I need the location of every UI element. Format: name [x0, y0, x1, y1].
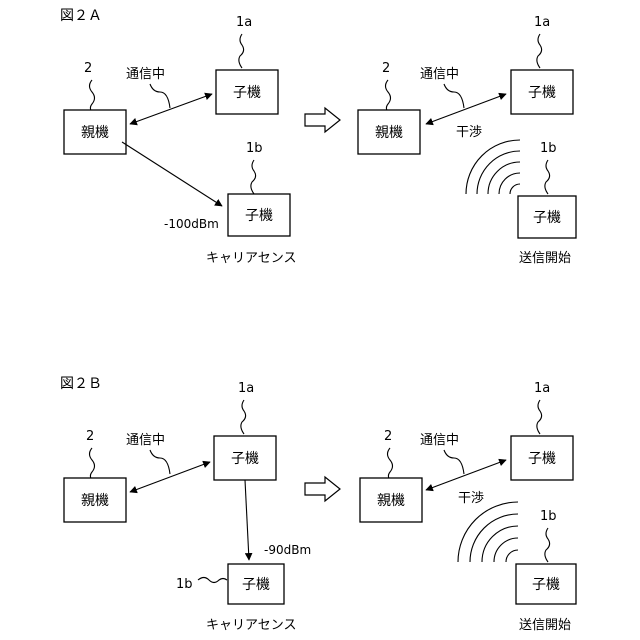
transition-arrow-icon [305, 477, 340, 501]
child-b-leader-line [198, 578, 227, 583]
child-a-id-label: 1a [238, 381, 254, 396]
communication-label: 通信中 [420, 67, 459, 82]
communication-arrow [426, 94, 506, 124]
carrier-sense-caption: キャリアセンス [206, 618, 296, 633]
communication-label: 通信中 [420, 433, 459, 448]
figure-2b-title: 図２Ｂ [60, 376, 102, 392]
parent-leader-line [386, 80, 391, 114]
communication-leader-line [150, 84, 170, 108]
communication-arrow [130, 94, 212, 124]
communication-label: 通信中 [126, 67, 165, 82]
parent-id-label: 2 [384, 429, 392, 444]
communication-arrow [130, 462, 210, 492]
child-b-device-label: 子機 [242, 577, 270, 593]
child-b-device-label: 子機 [245, 208, 273, 224]
figure-2b: 図２Ｂ 2 親機 1a 子機 通信中 -90dBm 子機 1b キャリアセンス [60, 376, 576, 633]
communication-leader-line [444, 84, 464, 108]
child-b-id-label: 1b [540, 141, 557, 156]
child-b-id-label: 1b [176, 577, 193, 592]
communication-arrow [426, 460, 506, 490]
figure-2b-right-panel: 2 親機 1a 子機 通信中 干渉 1b 子機 送信開始 [360, 381, 576, 633]
parent-device-label: 親機 [375, 125, 403, 141]
child-a-leader-line [241, 400, 246, 434]
child-a-id-label: 1a [534, 381, 550, 396]
child-a-device-label: 子機 [233, 85, 261, 101]
communication-leader-line [444, 450, 464, 474]
parent-id-label: 2 [84, 61, 92, 76]
child-b-id-label: 1b [540, 509, 557, 524]
parent-id-label: 2 [86, 429, 94, 444]
communication-leader-line [150, 450, 170, 474]
interference-label: 干渉 [456, 125, 482, 140]
figure-2a: 図２Ａ 2 親機 1a 子機 通信中 1b 子機 -100dBm キャリアセンス [60, 8, 576, 266]
parent-id-label: 2 [382, 61, 390, 76]
child-a-id-label: 1a [236, 15, 252, 30]
child-b-device-label: 子機 [532, 577, 560, 593]
transmission-start-caption: 送信開始 [519, 618, 571, 633]
child-b-leader-line [545, 528, 550, 562]
child-b-device-label: 子機 [533, 210, 561, 226]
radio-wave-icon [458, 502, 518, 562]
child-a-leader-line [537, 34, 542, 68]
transition-arrow-icon [305, 108, 340, 132]
parent-leader-line [388, 448, 393, 482]
carrier-sense-caption: キャリアセンス [206, 251, 296, 266]
figure-2a-right-panel: 2 親機 1a 子機 通信中 干渉 1b 子機 送信開始 [358, 15, 576, 266]
child-a-device-label: 子機 [528, 451, 556, 467]
carrier-sense-arrow [122, 142, 222, 206]
figure-2a-title: 図２Ａ [60, 8, 102, 24]
transmission-start-caption: 送信開始 [519, 251, 571, 266]
signal-level-label: -100dBm [164, 217, 219, 231]
parent-device-label: 親機 [81, 493, 109, 509]
interference-label: 干渉 [458, 491, 484, 506]
parent-leader-line [90, 80, 95, 114]
child-a-device-label: 子機 [528, 85, 556, 101]
parent-device-label: 親機 [81, 125, 109, 141]
child-a-device-label: 子機 [231, 451, 259, 467]
child-a-leader-line [239, 34, 244, 68]
radio-wave-icon [466, 140, 520, 194]
child-a-leader-line [537, 400, 542, 434]
parent-leader-line [90, 448, 95, 482]
figure-2b-left-panel: 2 親機 1a 子機 通信中 -90dBm 子機 1b キャリアセンス [64, 381, 311, 633]
child-b-leader-line [545, 160, 550, 194]
child-a-id-label: 1a [534, 15, 550, 30]
parent-device-label: 親機 [377, 493, 405, 509]
carrier-sense-arrow [245, 480, 249, 560]
child-b-id-label: 1b [246, 141, 263, 156]
signal-level-label: -90dBm [264, 543, 311, 557]
communication-label: 通信中 [126, 433, 165, 448]
child-b-leader-line [251, 160, 256, 194]
figure-2a-left-panel: 2 親機 1a 子機 通信中 1b 子機 -100dBm キャリアセンス [64, 15, 296, 266]
